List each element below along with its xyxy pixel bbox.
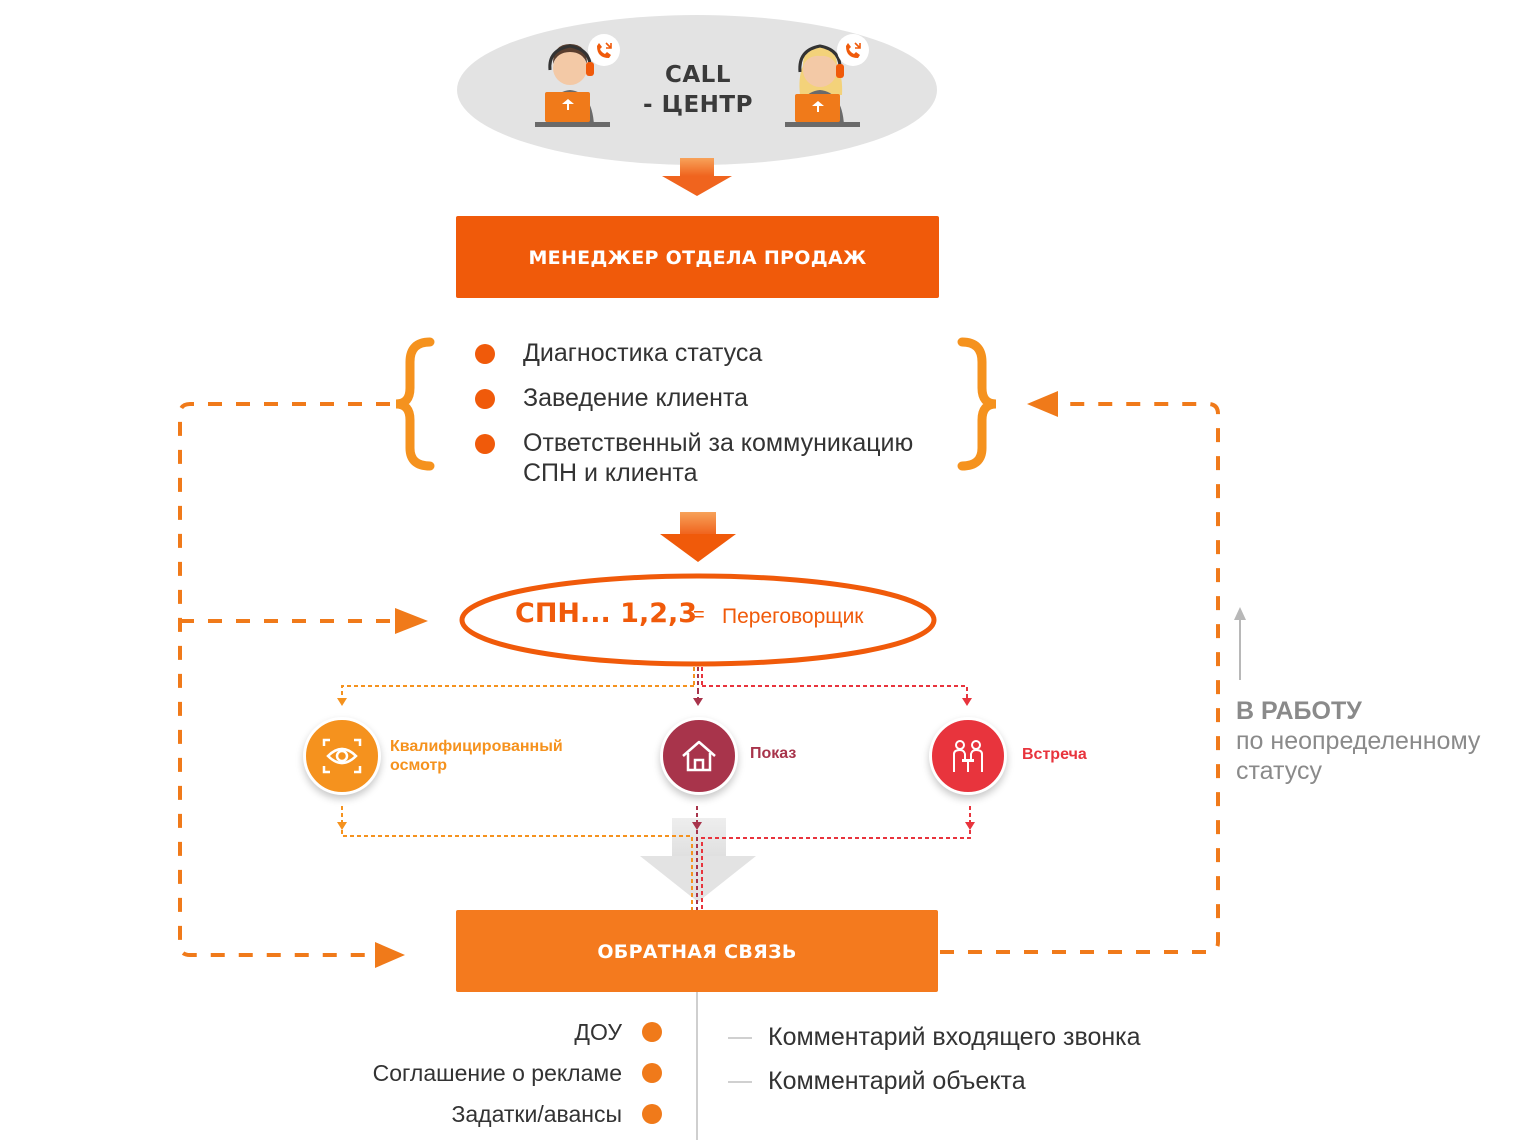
duty-text: Диагностика статуса [523,339,763,367]
meeting-step-circle [929,717,1007,795]
document-text: ДОУ [574,1019,622,1045]
comments-list: Комментарий входящего звонка Комментарий… [728,1022,1188,1110]
operator-male-icon [535,44,610,127]
left-feedback-loop-line [178,402,390,957]
bullet-icon [642,1104,662,1124]
bullet-icon [642,1022,662,1042]
meeting-icon [953,740,983,772]
down-arrow-icon [662,158,732,196]
comment-item: Комментарий входящего звонка [728,1022,1188,1052]
duty-item: Диагностика статуса [470,338,970,368]
sales-manager-box [456,216,939,298]
call-center-title-line1: CALL [665,62,731,88]
arrowhead-icon [395,608,428,634]
document-text: Задатки/авансы [451,1101,622,1127]
right-feedback-loop-line [940,402,1220,954]
feedback-title: ОБРАТНАЯ СВЯЗЬ [597,941,797,963]
document-item: ДОУ [340,1018,670,1046]
call-center-title-line2: - ЦЕНТР [643,92,753,118]
spn-label: СПН... 1,2,3 [515,598,698,629]
bullet-icon [475,344,495,364]
phone-bubble-icon [837,34,869,66]
duty-text: Ответственный за коммуникацию СПН и клие… [523,429,914,487]
down-arrow-icon [660,512,736,562]
merge-lines [337,806,975,910]
eye-icon [322,738,362,774]
document-item: Задатки/авансы [340,1100,670,1128]
duty-item: Ответственный за коммуникацию СПН и клие… [470,428,943,488]
meeting-step-label: Встреча [1022,746,1087,763]
document-item: Соглашение о рекламе [340,1059,670,1087]
call-center-title: CALL - ЦЕНТР [618,60,778,120]
arrowhead-icon [1027,391,1058,417]
comment-text: Комментарий объекта [768,1067,1026,1095]
comment-item: Комментарий объекта [728,1066,1188,1096]
documents-list: ДОУ Соглашение о рекламе Задатки/авансы [340,1018,670,1141]
back-to-work-label: В РАБОТУ по неопределенному статусу [1236,696,1516,786]
inspection-step-label: Квалифицированный осмотр [390,738,563,774]
up-arrow-icon [1234,607,1246,620]
arrowhead-icon [375,942,405,968]
sales-manager-title: МЕНЕДЖЕР ОТДЕЛА ПРОДАЖ [528,247,867,269]
duties-list: Диагностика статуса Заведение клиента От… [470,338,970,503]
right-brace [957,337,997,471]
spn-role: Переговорщик [722,605,864,628]
dash-icon [728,1037,752,1039]
duty-item: Заведение клиента [470,383,970,413]
phone-bubble-icon [588,34,620,66]
back-to-work-line2: по неопределенному [1236,727,1481,755]
inspection-step-circle [303,717,381,795]
duty-text: Заведение клиента [523,384,749,412]
house-icon [682,740,716,772]
bullet-icon [642,1063,662,1083]
bullet-icon [475,389,495,409]
feedback-box [456,910,938,992]
dash-icon [728,1081,752,1083]
branch-lines [337,667,972,706]
showing-step-circle [660,717,738,795]
back-to-work-strong: В РАБОТУ [1236,697,1362,725]
spn-ellipse [459,573,937,667]
bullet-icon [475,434,495,454]
document-text: Соглашение о рекламе [372,1060,622,1086]
showing-step-label: Показ [750,745,797,762]
spn-equals: = [693,604,705,626]
back-to-work-line3: статусу [1236,757,1322,785]
comment-text: Комментарий входящего звонка [768,1023,1141,1051]
operator-female-icon [785,44,860,127]
left-brace [395,337,435,471]
